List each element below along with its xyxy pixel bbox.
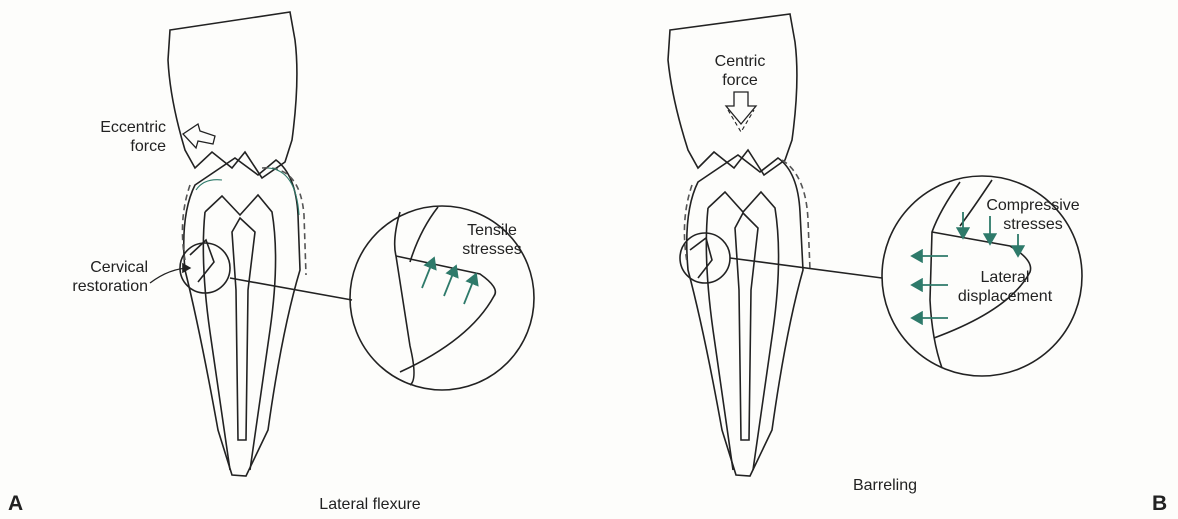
tensile-arrow — [464, 274, 476, 304]
cervical-restoration-label-line2: restoration — [36, 277, 148, 296]
lower-tooth-b — [687, 155, 803, 476]
pulp-a — [232, 218, 255, 440]
eccentric-force-label-line1: Eccentric — [66, 118, 166, 137]
pulp-b — [735, 213, 758, 440]
cervical-restoration-b — [690, 238, 712, 278]
lateral-displacement-label-line1: Lateral — [940, 268, 1070, 287]
cervical-restoration-label-line1: Cervical — [36, 258, 148, 277]
lateral-displacement-label: Lateral displacement — [940, 268, 1070, 306]
eccentric-force-arrow — [183, 124, 215, 148]
lower-tooth-a — [184, 158, 300, 476]
caption-barreling: Barreling — [820, 476, 950, 495]
compressive-stresses-label-line2: stresses — [968, 215, 1098, 234]
panel-letter-a: A — [8, 492, 23, 516]
centric-force-arrow — [726, 92, 756, 124]
tensile-stresses-label-line1: Tensile — [442, 221, 542, 240]
tensile-stresses-label: Tensile stresses — [442, 221, 542, 259]
panel-letter-b: B — [1152, 492, 1167, 516]
tensile-arrow — [444, 266, 456, 296]
compressive-stresses-label-line1: Compressive — [968, 196, 1098, 215]
tensile-stresses-label-line2: stresses — [442, 240, 542, 259]
upper-tooth-b — [668, 14, 797, 175]
centric-force-label-line1: Centric — [700, 52, 780, 71]
caption-lateral-flexure: Lateral flexure — [290, 495, 450, 514]
lateral-displacement-label-line2: displacement — [940, 287, 1070, 306]
centric-force-label-line2: force — [700, 71, 780, 90]
upper-tooth-a — [168, 12, 297, 178]
tensile-arrows — [422, 258, 476, 304]
centric-force-label: Centric force — [700, 52, 780, 90]
cervical-restoration-label: Cervical restoration — [36, 258, 148, 296]
eccentric-force-label: Eccentric force — [66, 118, 166, 156]
compressive-stresses-label: Compressive stresses — [968, 196, 1098, 234]
eccentric-force-label-line2: force — [66, 137, 166, 156]
